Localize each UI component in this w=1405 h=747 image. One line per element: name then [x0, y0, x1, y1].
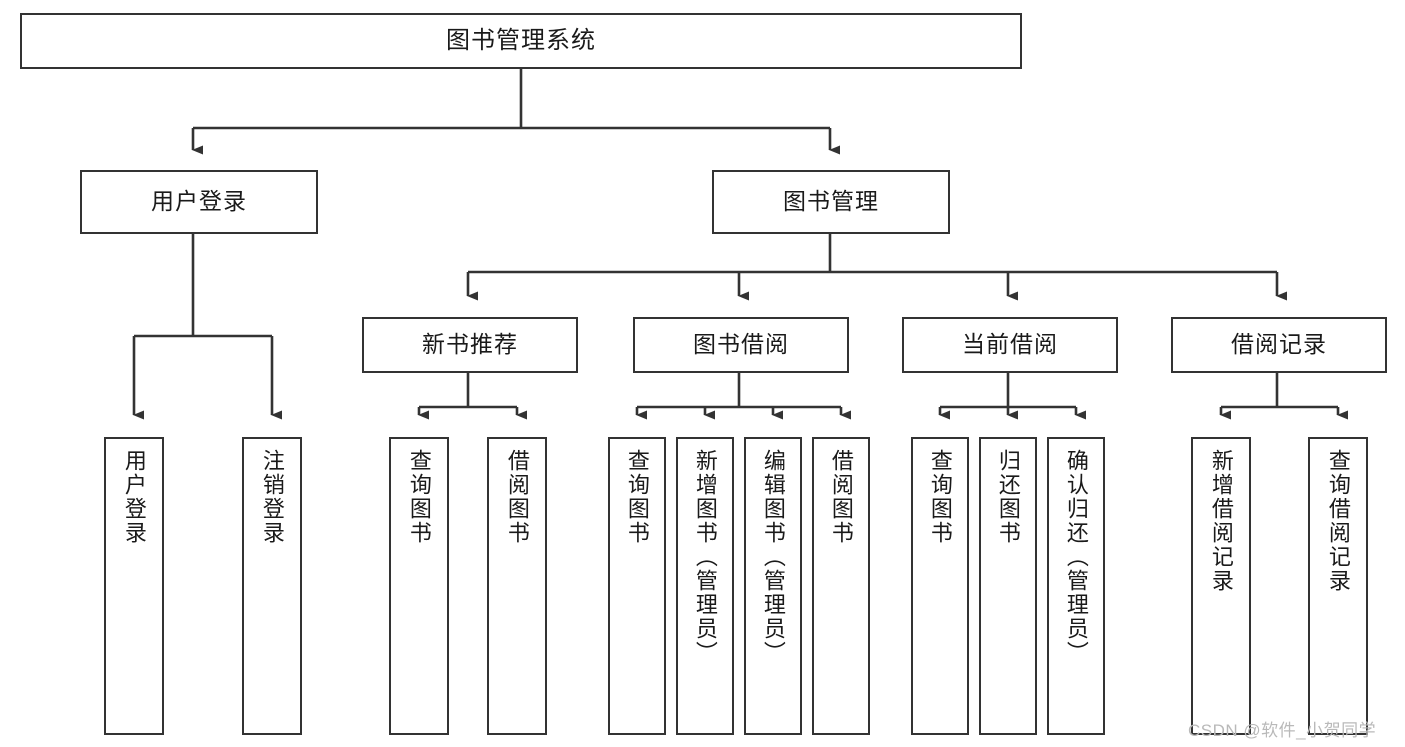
node-label: 借阅图书	[828, 449, 854, 545]
leaf-add-borrow-record[interactable]: 新增借阅记录	[1191, 437, 1251, 735]
leaf-query-borrow-record[interactable]: 查询借阅记录	[1308, 437, 1368, 735]
node-label: 用户登录	[151, 188, 247, 215]
watermark: CSDN @软件_小贺同学	[1188, 721, 1377, 740]
node-label: 当前借阅	[962, 331, 1058, 358]
node-root-book-management-system[interactable]: 图书管理系统	[20, 13, 1022, 69]
node-label: 图书管理	[783, 188, 879, 215]
leaf-borrow-book-new-recommend[interactable]: 借阅图书	[487, 437, 547, 735]
node-label: 新书推荐	[422, 331, 518, 358]
node-label: 确认归还（管理员）	[1063, 449, 1089, 665]
node-new-book-recommend[interactable]: 新书推荐	[362, 317, 578, 373]
leaf-query-book-current[interactable]: 查询图书	[911, 437, 969, 735]
leaf-confirm-return[interactable]: 确认归还（管理员）	[1047, 437, 1105, 735]
node-label: 新增图书（管理员）	[692, 449, 718, 665]
leaf-add-book[interactable]: 新增图书（管理员）	[676, 437, 734, 735]
node-label: 用户登录	[121, 449, 147, 545]
leaf-return-book[interactable]: 归还图书	[979, 437, 1037, 735]
leaf-edit-book[interactable]: 编辑图书（管理员）	[744, 437, 802, 735]
node-label: 注销登录	[259, 449, 285, 545]
node-user-login[interactable]: 用户登录	[80, 170, 318, 234]
node-current-borrow[interactable]: 当前借阅	[902, 317, 1118, 373]
leaf-query-book-new-recommend[interactable]: 查询图书	[389, 437, 449, 735]
leaf-user-logout[interactable]: 注销登录	[242, 437, 302, 735]
node-label: 查询图书	[624, 449, 650, 545]
leaf-query-book-borrow[interactable]: 查询图书	[608, 437, 666, 735]
node-label: 借阅记录	[1231, 331, 1327, 358]
leaf-user-login[interactable]: 用户登录	[104, 437, 164, 735]
node-borrow-record[interactable]: 借阅记录	[1171, 317, 1387, 373]
node-label: 图书管理系统	[446, 26, 596, 54]
node-label: 编辑图书（管理员）	[760, 449, 786, 665]
node-label: 新增借阅记录	[1208, 449, 1234, 593]
node-book-management[interactable]: 图书管理	[712, 170, 950, 234]
node-label: 查询图书	[406, 449, 432, 545]
node-label: 归还图书	[995, 449, 1021, 545]
node-label: 借阅图书	[504, 449, 530, 545]
node-label: 图书借阅	[693, 331, 789, 358]
node-book-borrow[interactable]: 图书借阅	[633, 317, 849, 373]
leaf-borrow-book[interactable]: 借阅图书	[812, 437, 870, 735]
node-label: 查询图书	[927, 449, 953, 545]
node-label: 查询借阅记录	[1325, 449, 1351, 593]
